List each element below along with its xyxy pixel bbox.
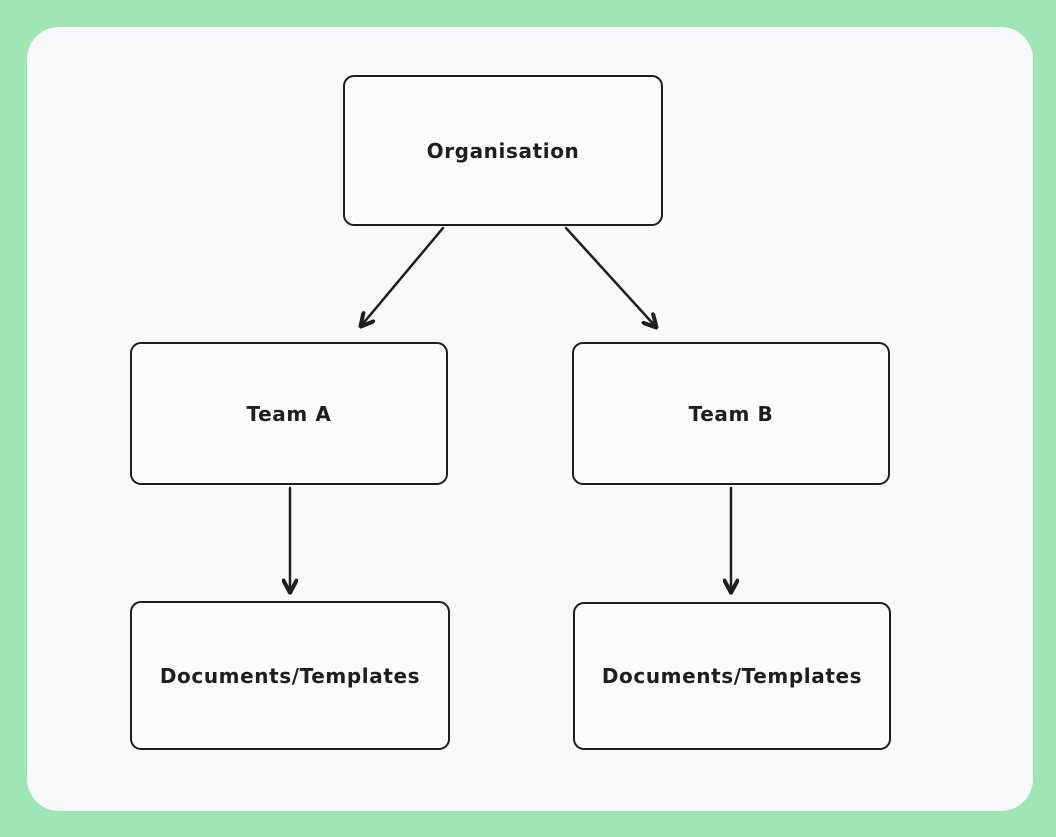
node-documents-templates-b: Documents/Templates: [573, 602, 891, 750]
node-team-b-label: Team B: [688, 401, 774, 426]
node-docs-b-label: Documents/Templates: [601, 664, 863, 688]
node-team-a: Team A: [130, 342, 448, 485]
node-team-a-label: Team A: [246, 401, 332, 426]
node-organisation-label: Organisation: [426, 138, 580, 163]
node-organisation: Organisation: [343, 75, 663, 226]
node-documents-templates-a: Documents/Templates: [130, 601, 450, 750]
node-docs-a-label: Documents/Templates: [159, 663, 421, 688]
node-team-b: Team B: [572, 342, 890, 485]
